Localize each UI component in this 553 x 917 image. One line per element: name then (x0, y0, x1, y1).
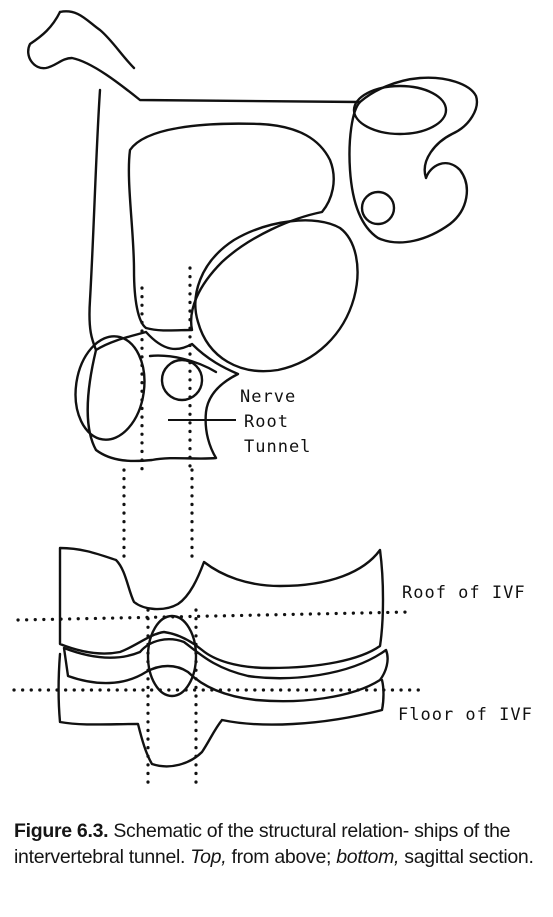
nerve-root-arc (148, 354, 218, 374)
caption-text-3: sagittal section. (399, 846, 534, 868)
roof-of-ivf-label: Roof of IVF (402, 583, 526, 603)
inferior-articular-oval (74, 335, 146, 441)
caption-top-label: Top, (190, 846, 227, 868)
caption-text-2: from above; (226, 846, 337, 868)
roof-dotted-line (16, 610, 412, 622)
articular-process-outline (348, 76, 479, 244)
vertebral-body-outline (194, 219, 359, 373)
sagittal-section (57, 546, 389, 768)
figure-caption: Figure 6.3. Schematic of the structural … (14, 818, 546, 870)
lower-vertebral-body (57, 652, 385, 768)
foramen-transversarium-circle (360, 190, 396, 226)
caption-bottom-label: bottom, (336, 846, 400, 868)
intervertebral-disc (62, 638, 389, 703)
caption-text-1: Schematic of the structural relation- sh… (14, 820, 511, 868)
floor-of-ivf-label: Floor of IVF (398, 705, 533, 725)
pedicle-outer-edge (88, 88, 102, 352)
vertebra-top-view (27, 10, 479, 463)
spinal-canal-outline (127, 122, 335, 332)
transverse-process-outline (27, 10, 362, 104)
lamina-left-edge (58, 10, 136, 70)
nerve-root-tunnel-label: Nerve Root Tunnel (240, 387, 311, 457)
ivf-foramen-oval (146, 614, 198, 698)
figure-number: Figure 6.3. (14, 820, 109, 842)
nerve-root-circle (160, 358, 204, 402)
upper-vertebral-body (58, 546, 385, 670)
facet-oval (352, 84, 448, 136)
